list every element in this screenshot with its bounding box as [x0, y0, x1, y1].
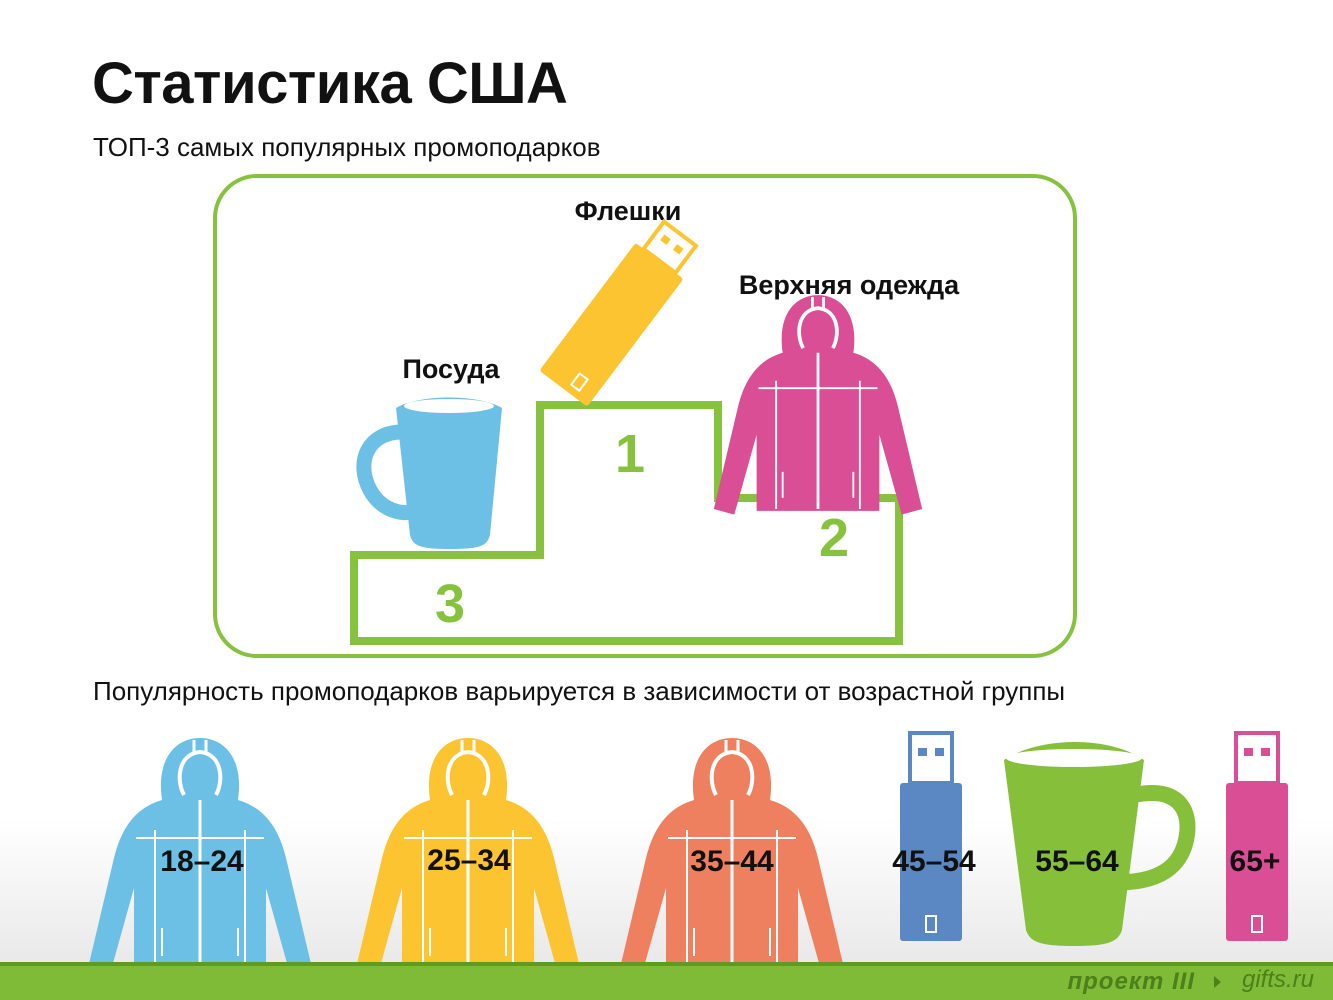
- podium-jacket-icon: [713, 295, 923, 515]
- age-range-18-24: 18–24: [160, 845, 244, 878]
- podium-outline: [350, 401, 903, 645]
- podium-panel: [213, 174, 1077, 658]
- rank-second: 2: [819, 508, 849, 568]
- age-item-45-54-usb-flash-drive-icon: [900, 731, 962, 941]
- age-range-25-34: 25–34: [427, 844, 511, 877]
- age-caption: Популярность промоподарков варьируется в…: [93, 676, 1066, 706]
- podium-mug-icon: [356, 397, 502, 549]
- podium-usb-flash-drive-icon: [540, 218, 699, 406]
- label-second: Верхняя одежда: [739, 270, 960, 300]
- rank-third: 3: [435, 574, 465, 634]
- age-item-55-64-mug-icon: [1004, 742, 1196, 946]
- rank-first: 1: [615, 424, 645, 484]
- site-link[interactable]: gifts.ru: [1242, 966, 1315, 993]
- age-range-45-54: 45–54: [892, 845, 976, 878]
- footer-bar: [0, 962, 1333, 1000]
- brand-logo: проект III: [1067, 968, 1195, 995]
- age-range-65-plus: 65+: [1230, 845, 1281, 878]
- page-title: Статистика США: [92, 51, 568, 116]
- age-range-35-44: 35–44: [690, 845, 774, 878]
- age-range-55-64: 55–64: [1035, 845, 1119, 878]
- chevron-right-icon: [1214, 976, 1221, 988]
- page-subtitle: ТОП-3 самых популярных промоподарков: [93, 132, 601, 162]
- age-item-65-plus-usb-flash-drive-icon: [1226, 731, 1288, 941]
- footer-divider: [0, 962, 1333, 966]
- label-third: Посуда: [402, 354, 500, 384]
